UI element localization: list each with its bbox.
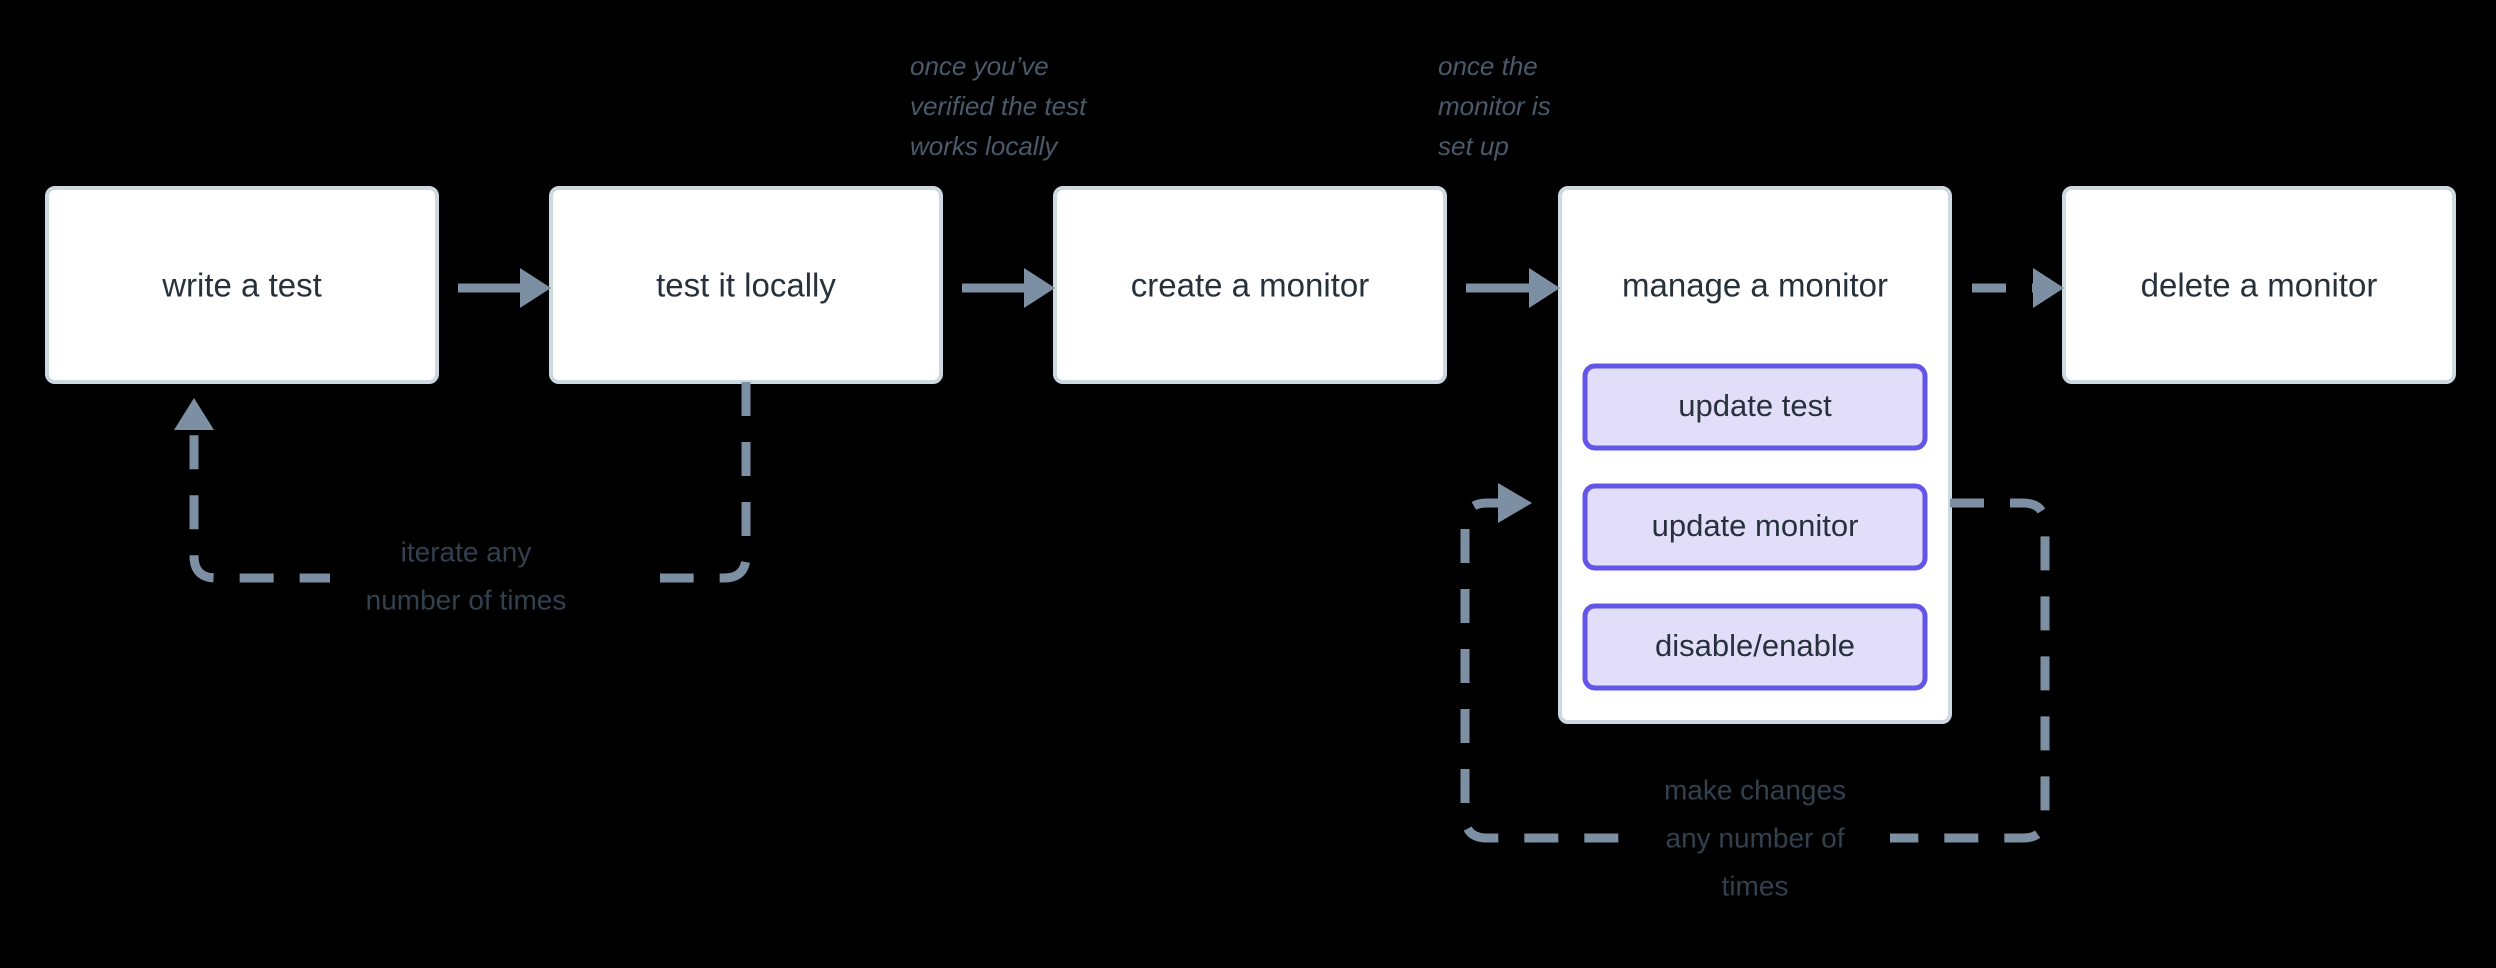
loop-label-make-changes-line-2: any number of (1666, 822, 1845, 853)
sub-node-update-test[interactable]: update test (1582, 363, 1928, 451)
node-box-delete-a-monitor[interactable] (2062, 186, 2456, 384)
edge-test-to-create (962, 268, 1055, 308)
node-label-test-it-locally: test it locally (656, 267, 836, 304)
loop-label-iterate-line-2: number of times (366, 584, 567, 615)
note-verified-locally-line-3: works locally (910, 131, 1059, 161)
sub-label-disable-enable: disable/enable (1655, 628, 1855, 663)
arrowhead-make-changes-loop (1498, 483, 1532, 523)
note-verified-locally-line-2: verified the test (910, 91, 1088, 121)
edge-write-to-test (458, 268, 551, 308)
node-manage-a-monitor[interactable]: manage a monitor update test update moni… (1558, 186, 1952, 724)
note-verified-locally-line-1: once you’ve (910, 51, 1049, 81)
loop-label-make-changes-backdrop (1620, 818, 1890, 860)
loop-label-make-changes-line-3: times (1722, 870, 1789, 901)
sub-label-update-monitor: update monitor (1652, 508, 1859, 543)
sub-label-update-test: update test (1678, 388, 1832, 423)
loop-label-iterate: iterate any number of times (330, 530, 660, 626)
loop-label-iterate-backdrop (330, 530, 660, 626)
node-label-create-a-monitor: create a monitor (1131, 267, 1369, 304)
edge-iterate-loop (174, 382, 751, 583)
note-monitor-set-up-line-1: once the (1438, 51, 1538, 81)
node-delete-a-monitor[interactable]: delete a monitor (2062, 186, 2456, 384)
loop-label-iterate-line-1: iterate any (401, 536, 532, 567)
arrowhead-test-to-create (1024, 268, 1055, 308)
note-monitor-set-up-line-2: monitor is (1438, 91, 1551, 121)
edge-path-iterate-loop (189, 382, 751, 583)
sub-node-update-monitor[interactable]: update monitor (1582, 483, 1928, 571)
arrowhead-iterate-loop (174, 398, 214, 430)
node-box-write-a-test[interactable] (45, 186, 439, 384)
sub-box-update-test[interactable] (1582, 363, 1928, 451)
note-monitor-set-up: once the monitor is set up (1438, 51, 1551, 161)
arrowhead-manage-to-delete (2033, 268, 2064, 308)
loop-label-make-changes-line-1: make changes (1664, 774, 1846, 805)
node-test-it-locally[interactable]: test it locally (549, 186, 943, 384)
edge-manage-to-delete (1972, 268, 2064, 308)
note-verified-locally: once you’ve verified the test works loca… (910, 51, 1088, 161)
sub-node-disable-enable[interactable]: disable/enable (1582, 603, 1928, 691)
edge-make-changes-loop (1460, 483, 2050, 843)
loop-label-make-changes: make changes any number of times (1620, 774, 1890, 901)
sub-box-disable-enable[interactable] (1582, 603, 1928, 691)
node-box-create-a-monitor[interactable] (1053, 186, 1447, 384)
node-label-delete-a-monitor: delete a monitor (2141, 267, 2378, 304)
edge-create-to-manage (1466, 268, 1560, 308)
node-label-manage-a-monitor: manage a monitor (1622, 267, 1888, 304)
node-create-a-monitor[interactable]: create a monitor (1053, 186, 1447, 384)
sub-box-update-monitor[interactable] (1582, 483, 1928, 571)
arrowhead-write-to-test (520, 268, 551, 308)
note-monitor-set-up-line-3: set up (1438, 131, 1509, 161)
node-label-write-a-test: write a test (161, 267, 322, 304)
node-write-a-test[interactable]: write a test (45, 186, 439, 384)
arrowhead-create-to-manage (1529, 268, 1560, 308)
node-box-manage-a-monitor[interactable] (1558, 186, 1952, 724)
